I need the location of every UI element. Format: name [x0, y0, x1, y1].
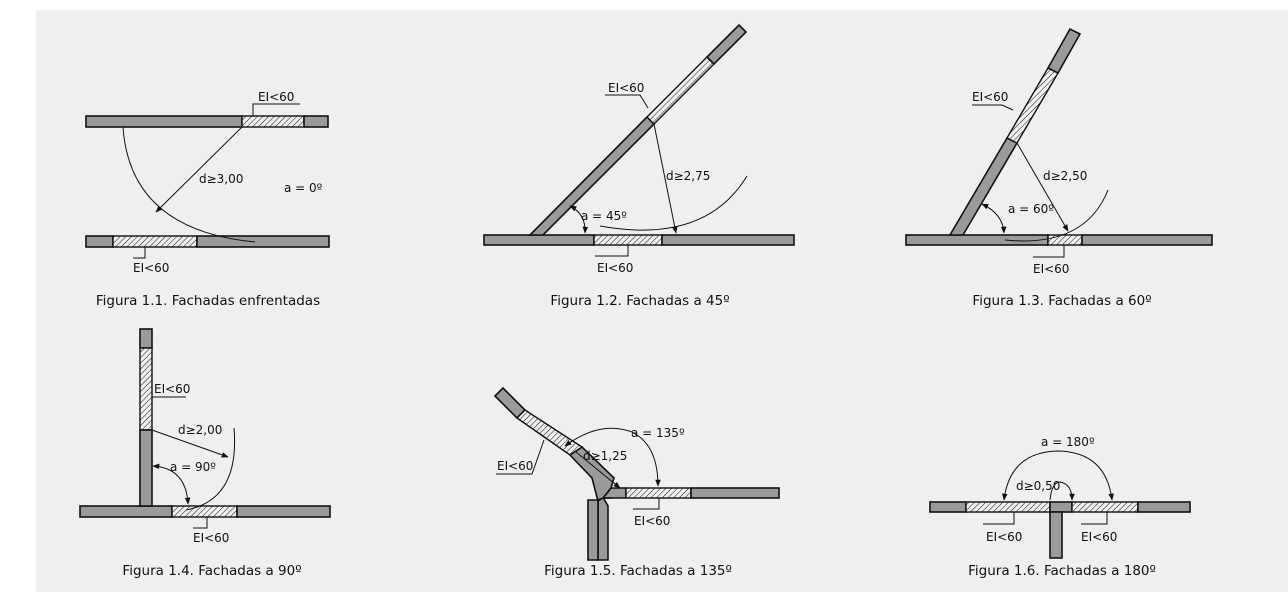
facade-wall	[1046, 27, 1082, 75]
figure-1-3: EI<60 EI<60 d≥2,50 a = 60º Figura 1.3. F…	[905, 27, 1213, 309]
fire-rated-band	[646, 56, 715, 125]
figure-caption: Figura 1.1. Fachadas enfrentadas	[96, 293, 320, 309]
facade-wall	[690, 487, 780, 499]
angle-label: a = 180º	[1041, 435, 1095, 449]
fire-rated-band	[593, 234, 663, 246]
angle-arc	[152, 463, 191, 505]
facade-wall	[85, 235, 114, 248]
angle-label: a = 0º	[284, 181, 323, 195]
ei-label-bottom: EI<60	[634, 514, 670, 528]
figure-1-2: EI<60 EI<60 d≥2,75 a = 45º Figura 1.2. F…	[483, 23, 795, 309]
fire-rated-band	[139, 347, 153, 431]
angle-label: a = 135º	[631, 426, 685, 440]
label-leader	[193, 517, 208, 529]
fire-rated-band	[241, 115, 305, 128]
label-leader	[252, 103, 300, 116]
label-leader	[983, 512, 1015, 525]
figure-1-4: EI<60 EI<60 d≥2,00 a = 90º Figura 1.4. F…	[79, 328, 331, 579]
angle-arc	[569, 205, 589, 234]
angle-label: a = 45º	[581, 209, 627, 223]
angle-arc	[981, 203, 1007, 234]
angle-label: a = 60º	[1008, 202, 1054, 216]
facade-wall	[1137, 501, 1191, 513]
facade-wall	[79, 505, 173, 518]
distance-arc	[1004, 189, 1109, 242]
facade-wall	[1049, 501, 1073, 513]
facade-wall	[1081, 234, 1213, 246]
figure-caption: Figura 1.5. Fachadas a 135º	[544, 563, 732, 579]
ei-label-left: EI<60	[986, 530, 1022, 544]
ei-label-bottom: EI<60	[1033, 262, 1069, 276]
label-leader	[1033, 245, 1065, 258]
ei-label-right: EI<60	[1081, 530, 1117, 544]
angle-arc	[1002, 450, 1114, 501]
ei-label-top: EI<60	[608, 81, 644, 95]
label-leader	[633, 498, 660, 510]
facade-wall	[1049, 511, 1063, 559]
distance-line	[653, 123, 678, 234]
facade-wall	[236, 505, 331, 518]
figure-1-1: EI<60 EI<60 d≥3,00 a = 0º Figura 1.1. Fa…	[85, 90, 330, 309]
facade-wall	[196, 235, 330, 248]
facade-wall	[483, 234, 595, 246]
ei-label-top: EI<60	[497, 459, 533, 473]
figure-caption: Figura 1.2. Fachadas a 45º	[550, 293, 729, 309]
fire-rated-band	[112, 235, 198, 248]
facade-wall	[139, 429, 153, 507]
distance-arc	[599, 175, 748, 231]
distance-line	[1016, 142, 1069, 232]
distance-arc	[185, 427, 236, 511]
facade-wall	[929, 501, 967, 513]
figure-caption: Figura 1.6. Fachadas a 180º	[968, 563, 1156, 579]
facade-wall	[948, 136, 1019, 236]
ei-label-bottom: EI<60	[193, 531, 229, 545]
facade-wall	[303, 115, 329, 128]
facade-wall	[139, 328, 153, 349]
label-leader	[133, 247, 146, 259]
ei-label-top: EI<60	[258, 90, 294, 104]
label-leader	[1081, 512, 1108, 525]
distance-line	[151, 429, 229, 458]
label-leader	[595, 245, 629, 257]
ei-label-bottom: EI<60	[597, 261, 633, 275]
fire-rated-band	[171, 505, 238, 518]
ei-label-bottom: EI<60	[133, 261, 169, 275]
figure-caption: Figura 1.4. Fachadas a 90º	[122, 563, 301, 579]
fire-rated-band	[515, 409, 584, 456]
fire-rated-band	[625, 487, 692, 499]
facade-wall	[85, 115, 243, 128]
ei-label-top: EI<60	[154, 382, 190, 396]
angle-label: a = 90º	[170, 460, 216, 474]
distance-label: d≥0,50	[1016, 479, 1060, 493]
distance-line	[155, 126, 243, 213]
fire-rated-band	[1047, 234, 1083, 246]
label-leader	[605, 94, 649, 109]
distance-arc	[1049, 481, 1075, 501]
fire-rated-band	[1006, 67, 1059, 144]
distance-label: d≥1,25	[583, 449, 627, 463]
distance-label: d≥2,75	[666, 169, 710, 183]
label-leader	[972, 104, 1014, 111]
distance-label: d≥2,00	[178, 423, 222, 437]
facade-wall	[705, 23, 748, 66]
fire-rated-band	[1071, 501, 1139, 513]
facade-wall	[493, 386, 527, 420]
facade-wall	[905, 234, 1049, 246]
distance-label: d≥2,50	[1043, 169, 1087, 183]
ei-label-top: EI<60	[972, 90, 1008, 104]
figure-1-5: EI<60 EI<60 d≥1,25 a = 135º Figura 1.5. …	[493, 386, 780, 579]
facade-wall	[661, 234, 795, 246]
fire-rated-band	[965, 501, 1051, 513]
figure-caption: Figura 1.3. Fachadas a 60º	[972, 293, 1151, 309]
label-leader	[496, 439, 545, 475]
angle-arc	[564, 427, 661, 487]
figure-1-6: EI<60 EI<60 d≥0,50 a = 180º Figura 1.6. …	[929, 435, 1191, 579]
distance-label: d≥3,00	[199, 172, 243, 186]
